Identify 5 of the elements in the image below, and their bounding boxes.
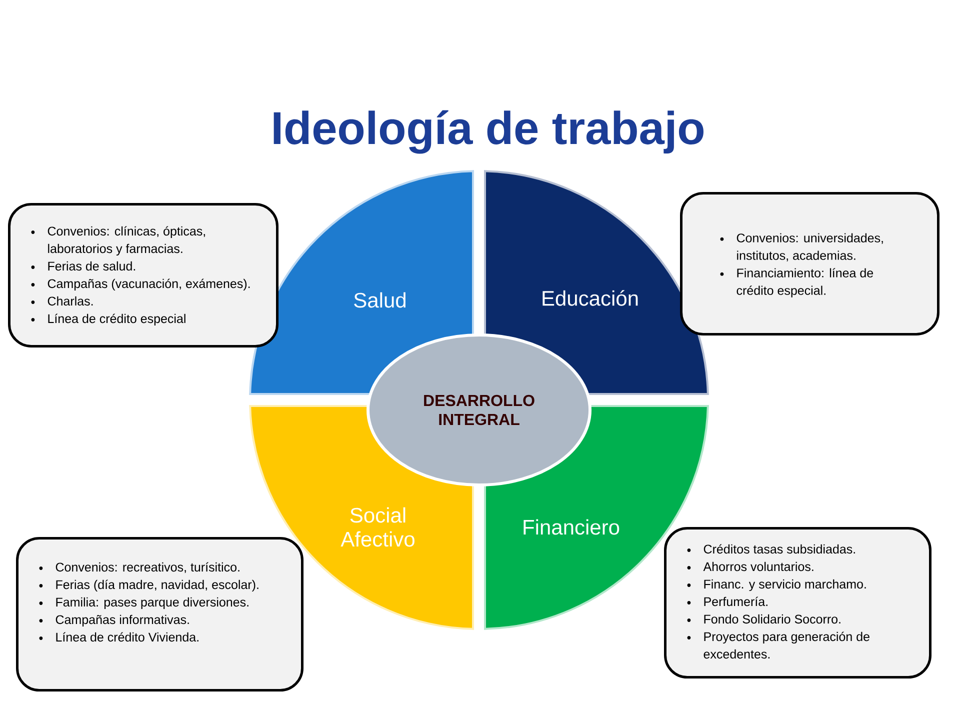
text-box: Convenios: clínicas, ópticas, laboratorios y farmacias. Ferias de salud. Campañas (vacunación, exámenes). Charlas. Línea de crédito especial — [8, 203, 278, 348]
text-box: Convenios: recreativos, turísitico. Ferias (día madre, navidad, escolar). Familia: pases parque diversiones. Campañas informativas. Línea de crédito Vivienda. — [16, 537, 304, 692]
text-box: Convenios: universidades, institutos, academias. Financiamiento: línea de crédito especial. — [680, 192, 940, 336]
text-box: Créditos tasas subsidiadas. Ahorros voluntarios. Financ. y servicio marchamo. Perfumería. Fondo Solidario Socorro. Proyectos para generación de excedentes. — [664, 527, 932, 678]
title: Ideología de trabajo — [274, 110, 704, 154]
